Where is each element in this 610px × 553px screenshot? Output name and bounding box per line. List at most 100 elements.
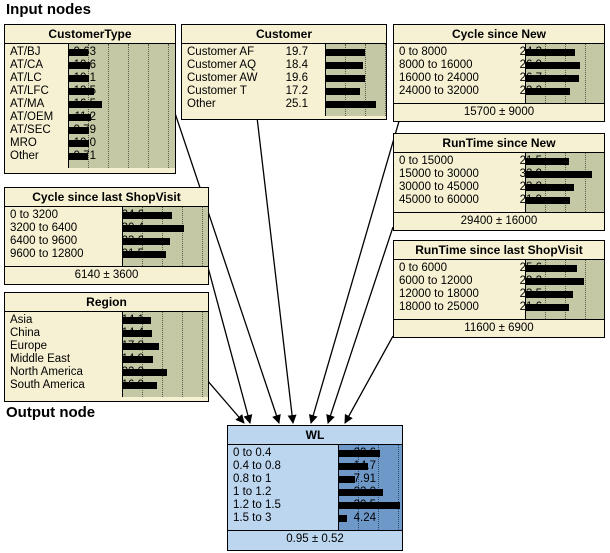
node-expected-value: 6140 ± 3600 [5,266,208,283]
state-label: 0.8 to 1 [233,473,272,485]
state-row[interactable]: AT/LC10.1 [5,72,175,85]
state-row[interactable]: AT/BJ9.63 [5,46,175,59]
probability-bar [326,101,377,108]
state-row[interactable]: MRO10.0 [5,137,175,150]
state-label: South America [10,379,85,391]
state-label: Asia [10,314,33,326]
probability-bar [339,463,369,470]
node-title: Cycle since New [394,25,604,44]
state-row[interactable]: 30000 to 4500023.8 [394,181,604,194]
node-expected-value: 11600 ± 6900 [394,319,604,336]
state-row[interactable]: AT/LFC12.5 [5,85,175,98]
state-row[interactable]: 15000 to 3000032.9 [394,168,604,181]
state-row[interactable]: 9600 to 1280021.5 [5,248,208,261]
edge-region-to-wl [206,379,245,424]
node-states: AT/BJ9.63AT/CA10.6AT/LC10.1AT/LFC12.5AT/… [5,44,175,168]
probability-bar [339,489,383,496]
state-label: Other [10,150,39,162]
edge-cycle_new-to-wl [308,119,400,424]
state-row[interactable]: 1.2 to 1.530.5 [228,499,402,512]
probability-bar [526,265,578,272]
state-row[interactable]: 6400 to 960023.6 [5,235,208,248]
state-row[interactable]: 12000 to 1800023.5 [394,288,604,301]
node-title: WL [228,426,402,445]
state-row[interactable]: South America16.9 [5,379,208,392]
probability-bar [526,75,580,82]
probability-bar [526,171,592,178]
state-row[interactable]: Middle East14.8 [5,353,208,366]
state-label: 8000 to 16000 [399,59,473,71]
state-row[interactable]: 0.4 to 0.814.7 [228,460,402,473]
node-title: CustomerType [5,25,175,44]
input-nodes-label: Input nodes [6,1,91,18]
state-row[interactable]: AT/MA16.5 [5,98,175,111]
state-label: 1.5 to 3 [233,512,272,524]
state-row[interactable]: Europe17.8 [5,340,208,353]
state-label: 1.2 to 1.5 [233,499,281,511]
state-row[interactable]: 24000 to 3200022.2 [394,85,604,98]
state-row[interactable]: North America22.0 [5,366,208,379]
state-row[interactable]: China14.4 [5,327,208,340]
state-row[interactable]: 3200 to 640030.4 [5,222,208,235]
node-title: Region [5,293,208,312]
state-row[interactable]: Other9.71 [5,150,175,163]
state-row[interactable]: 0 to 320024.6 [5,209,208,222]
gridline [565,153,566,212]
state-row[interactable]: AT/CA10.6 [5,59,175,72]
state-row[interactable]: 45000 to 6000021.9 [394,194,604,207]
state-row[interactable]: 0 to 800024.3 [394,46,604,59]
state-row[interactable]: 1 to 1.222.0 [228,486,402,499]
state-row[interactable]: 0 to 0.420.6 [228,447,402,460]
state-row[interactable]: AT/OEM11.2 [5,111,175,124]
probability-bar [69,49,89,56]
state-label: AT/SEC [10,124,51,136]
node-region[interactable]: RegionAsia14.1China14.4Europe17.8Middle … [4,292,209,402]
gridline [182,312,183,397]
state-row[interactable]: AT/SEC9.79 [5,124,175,137]
state-row[interactable]: 16000 to 2400026.7 [394,72,604,85]
state-row[interactable]: 6000 to 1200029.2 [394,275,604,288]
state-row[interactable]: 8000 to 1600026.9 [394,59,604,72]
state-label: Customer T [187,85,247,97]
state-row[interactable]: Asia14.1 [5,314,208,327]
probability-bar [326,62,363,69]
probability-bar [526,49,575,56]
state-label: 12000 to 18000 [399,288,479,300]
state-label: 0 to 15000 [399,155,454,167]
state-label: North America [10,366,83,378]
gridline [108,44,109,168]
state-probability: 25.1 [285,98,308,110]
edge-customer-to-wl [256,118,297,424]
state-row[interactable]: 0 to 1500021.5 [394,155,604,168]
probability-bar [339,476,355,483]
state-label: 45000 to 60000 [399,194,479,206]
probability-bar [326,75,366,82]
node-states: 0 to 800024.38000 to 1600026.916000 to 2… [394,44,604,103]
probability-bar [69,153,89,160]
probability-bar [339,450,381,457]
state-row[interactable]: 18000 to 2500021.6 [394,301,604,314]
state-probability: 18.4 [285,59,308,71]
gridline [565,44,566,103]
state-label: China [10,327,41,339]
state-row[interactable]: 0 to 600025.6 [394,262,604,275]
state-probability: 19.7 [285,46,308,58]
state-label: 0 to 8000 [399,46,447,58]
probability-bar [326,49,366,56]
node-customertype[interactable]: CustomerTypeAT/BJ9.63AT/CA10.6AT/LC10.1A… [4,24,176,174]
gridline [385,44,386,116]
node-wl[interactable]: WL 0 to 0.420.60.4 to 0.814.70.8 to 17.91… [227,425,403,551]
